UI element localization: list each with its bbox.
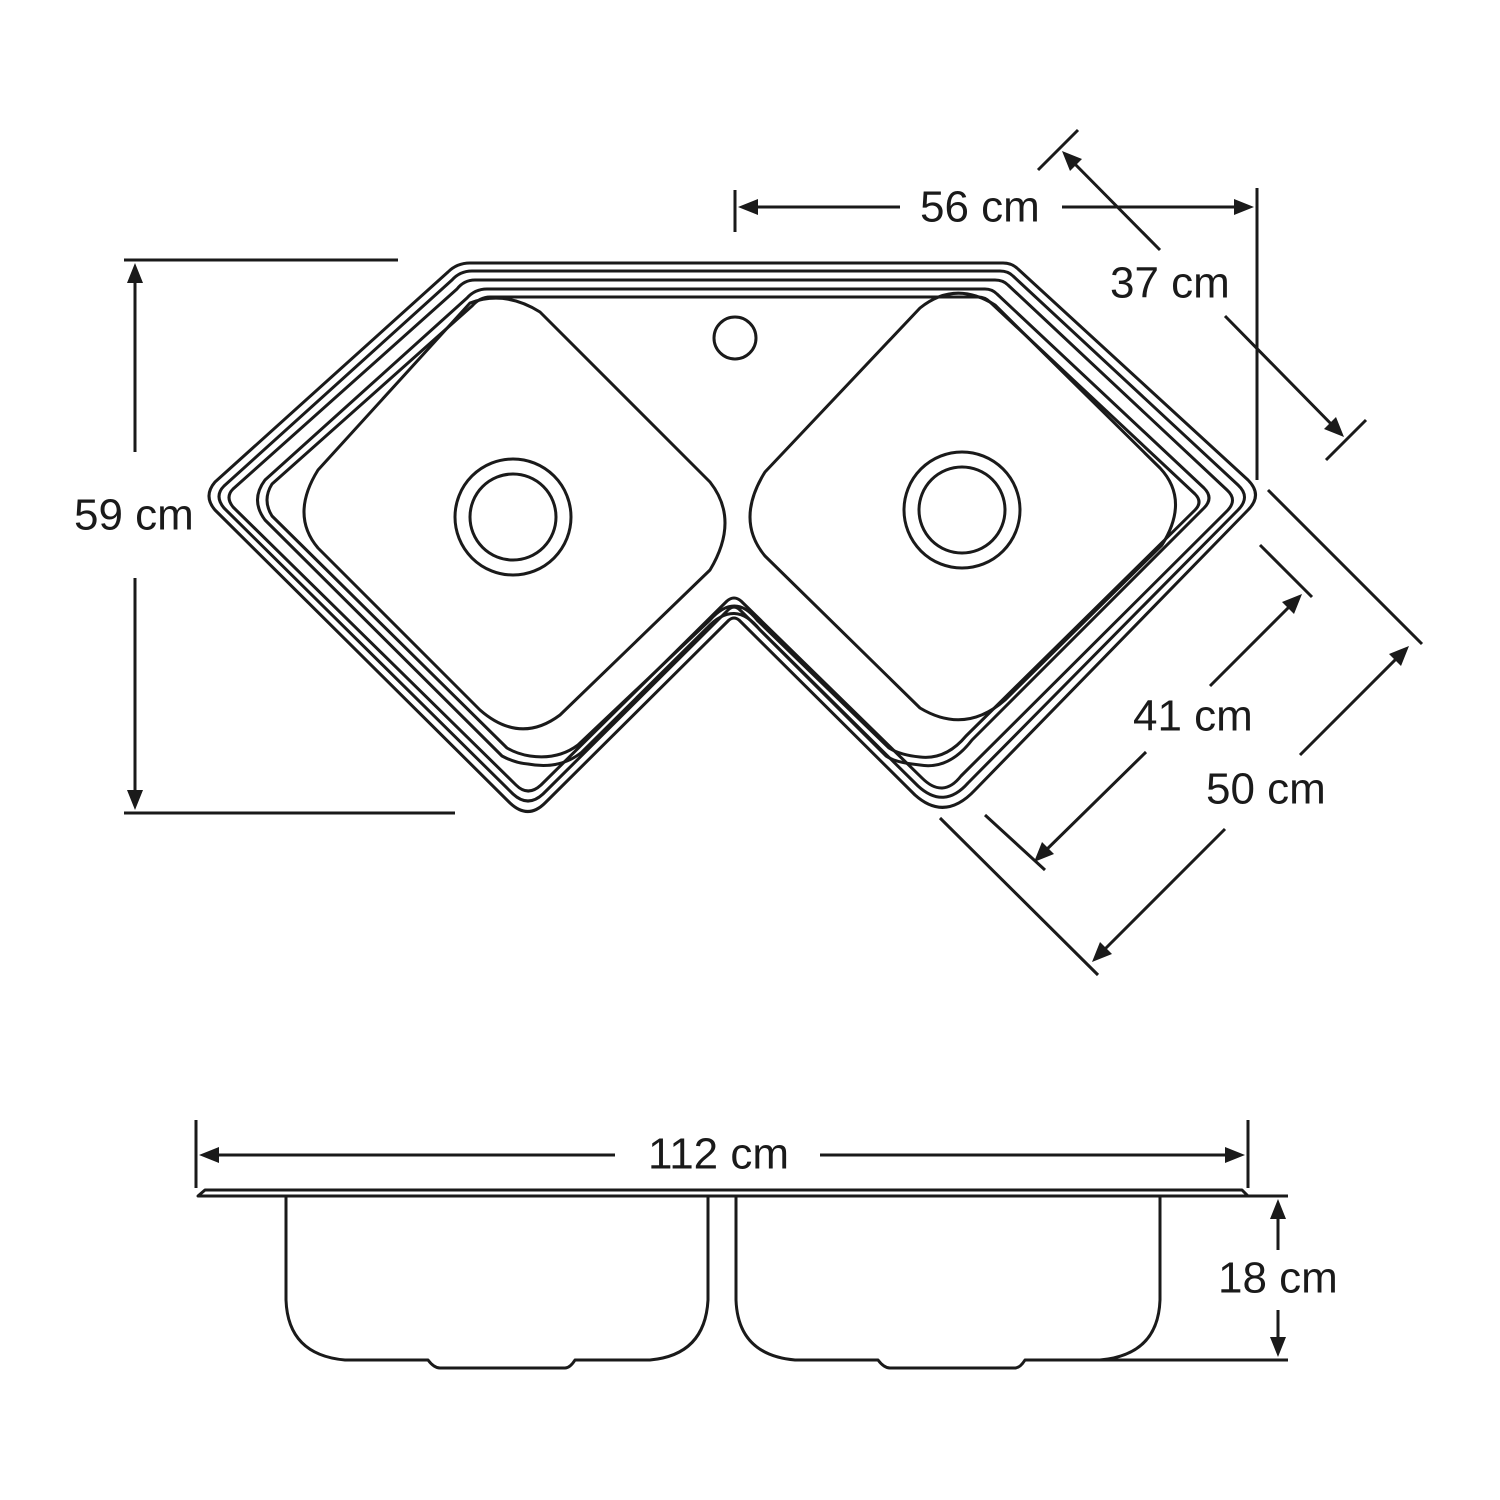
dimension-41-label: 41 cm bbox=[1133, 692, 1253, 741]
dimension-50-label: 50 cm bbox=[1206, 765, 1326, 814]
side-view bbox=[196, 1188, 1250, 1370]
sink-rim-inner-1 bbox=[217, 269, 1246, 803]
sink-deck-line bbox=[256, 287, 1211, 768]
side-left-bowl bbox=[284, 1195, 710, 1370]
dimension-18: 18 cm bbox=[1070, 1194, 1338, 1362]
left-drain-outer bbox=[453, 457, 573, 577]
top-view bbox=[207, 261, 1257, 813]
faucet-hole bbox=[712, 315, 758, 361]
dimension-112-label: 112 cm bbox=[648, 1130, 789, 1179]
dimension-112: 112 cm bbox=[194, 1120, 1250, 1188]
dimension-59: 59 cm bbox=[74, 258, 455, 815]
dimension-37: 37 cm bbox=[1036, 128, 1368, 462]
dimension-41: 41 cm bbox=[983, 543, 1314, 872]
sink-deck-line-2 bbox=[265, 295, 1201, 759]
dimension-56: 56 cm bbox=[733, 183, 1259, 480]
left-drain-inner bbox=[468, 472, 558, 562]
dimension-59-label: 59 cm bbox=[74, 491, 194, 540]
right-drain-inner bbox=[917, 465, 1007, 555]
dimension-56-label: 56 cm bbox=[920, 183, 1040, 232]
sink-rim-inner-2 bbox=[227, 278, 1234, 793]
dimension-18-label: 18 cm bbox=[1218, 1254, 1338, 1303]
side-right-bowl bbox=[734, 1195, 1162, 1370]
dimension-37-label: 37 cm bbox=[1110, 259, 1230, 308]
right-bowl bbox=[748, 291, 1177, 722]
dimension-50: 50 cm bbox=[938, 488, 1424, 977]
side-rim bbox=[196, 1188, 1250, 1198]
left-bowl bbox=[302, 296, 727, 731]
sink-outer-rim bbox=[207, 261, 1257, 813]
right-drain-outer bbox=[902, 450, 1022, 570]
